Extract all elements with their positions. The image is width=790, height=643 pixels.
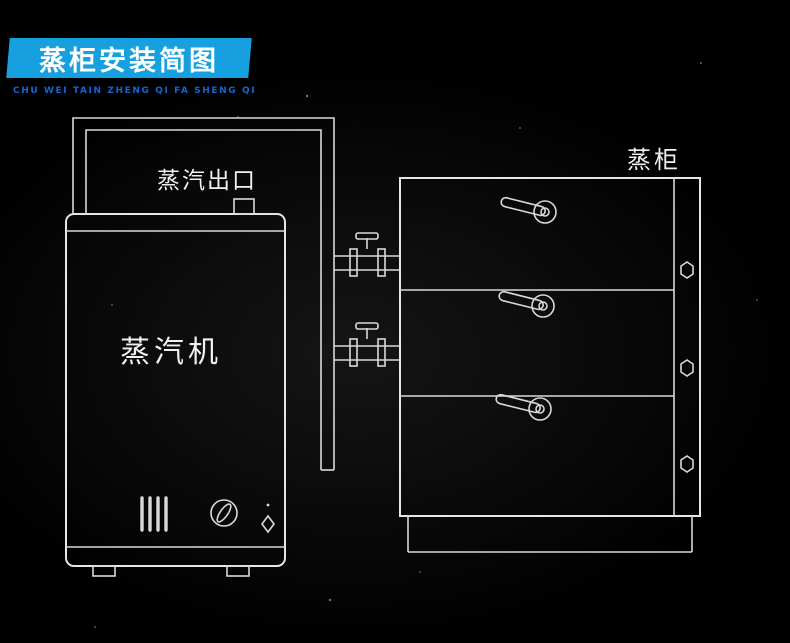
machine-foot-right [226, 565, 250, 577]
side-bolt-2 [680, 359, 694, 377]
steam-outlet-stub [233, 198, 255, 215]
cabinet-outline [399, 177, 701, 517]
machine-foot-left [92, 565, 116, 577]
background-specks [94, 62, 758, 628]
steamer-label: 蒸汽机 [120, 335, 222, 370]
cabinet-base [407, 516, 693, 553]
side-bolt-3 [680, 455, 694, 473]
steam-pipe [72, 117, 400, 471]
drawer-handle-3 [495, 393, 552, 421]
indicator-dot [266, 503, 270, 507]
steam-cabinet: 蒸柜 [399, 146, 701, 553]
steam-machine: 蒸汽机 蒸汽出口 [65, 168, 286, 577]
valve-2 [349, 322, 386, 367]
pipe-inner-wall [85, 129, 322, 470]
pinyin-subtitle: CHU WEI TAIN ZHENG QI FA SHENG QI [13, 86, 257, 96]
vent-slots [140, 496, 168, 532]
indicator-diamond [261, 514, 275, 534]
steam-machine-outline [65, 213, 286, 567]
side-bolt-1 [680, 261, 694, 279]
control-knob [210, 499, 238, 527]
drawer-handle-2 [498, 290, 555, 318]
outlet-label: 蒸汽出口 [157, 168, 257, 194]
valve-1 [349, 232, 386, 277]
pipe-outer-wall [72, 117, 335, 470]
drawer-handle-1 [500, 196, 557, 224]
cabinet-label: 蒸柜 [627, 146, 681, 174]
